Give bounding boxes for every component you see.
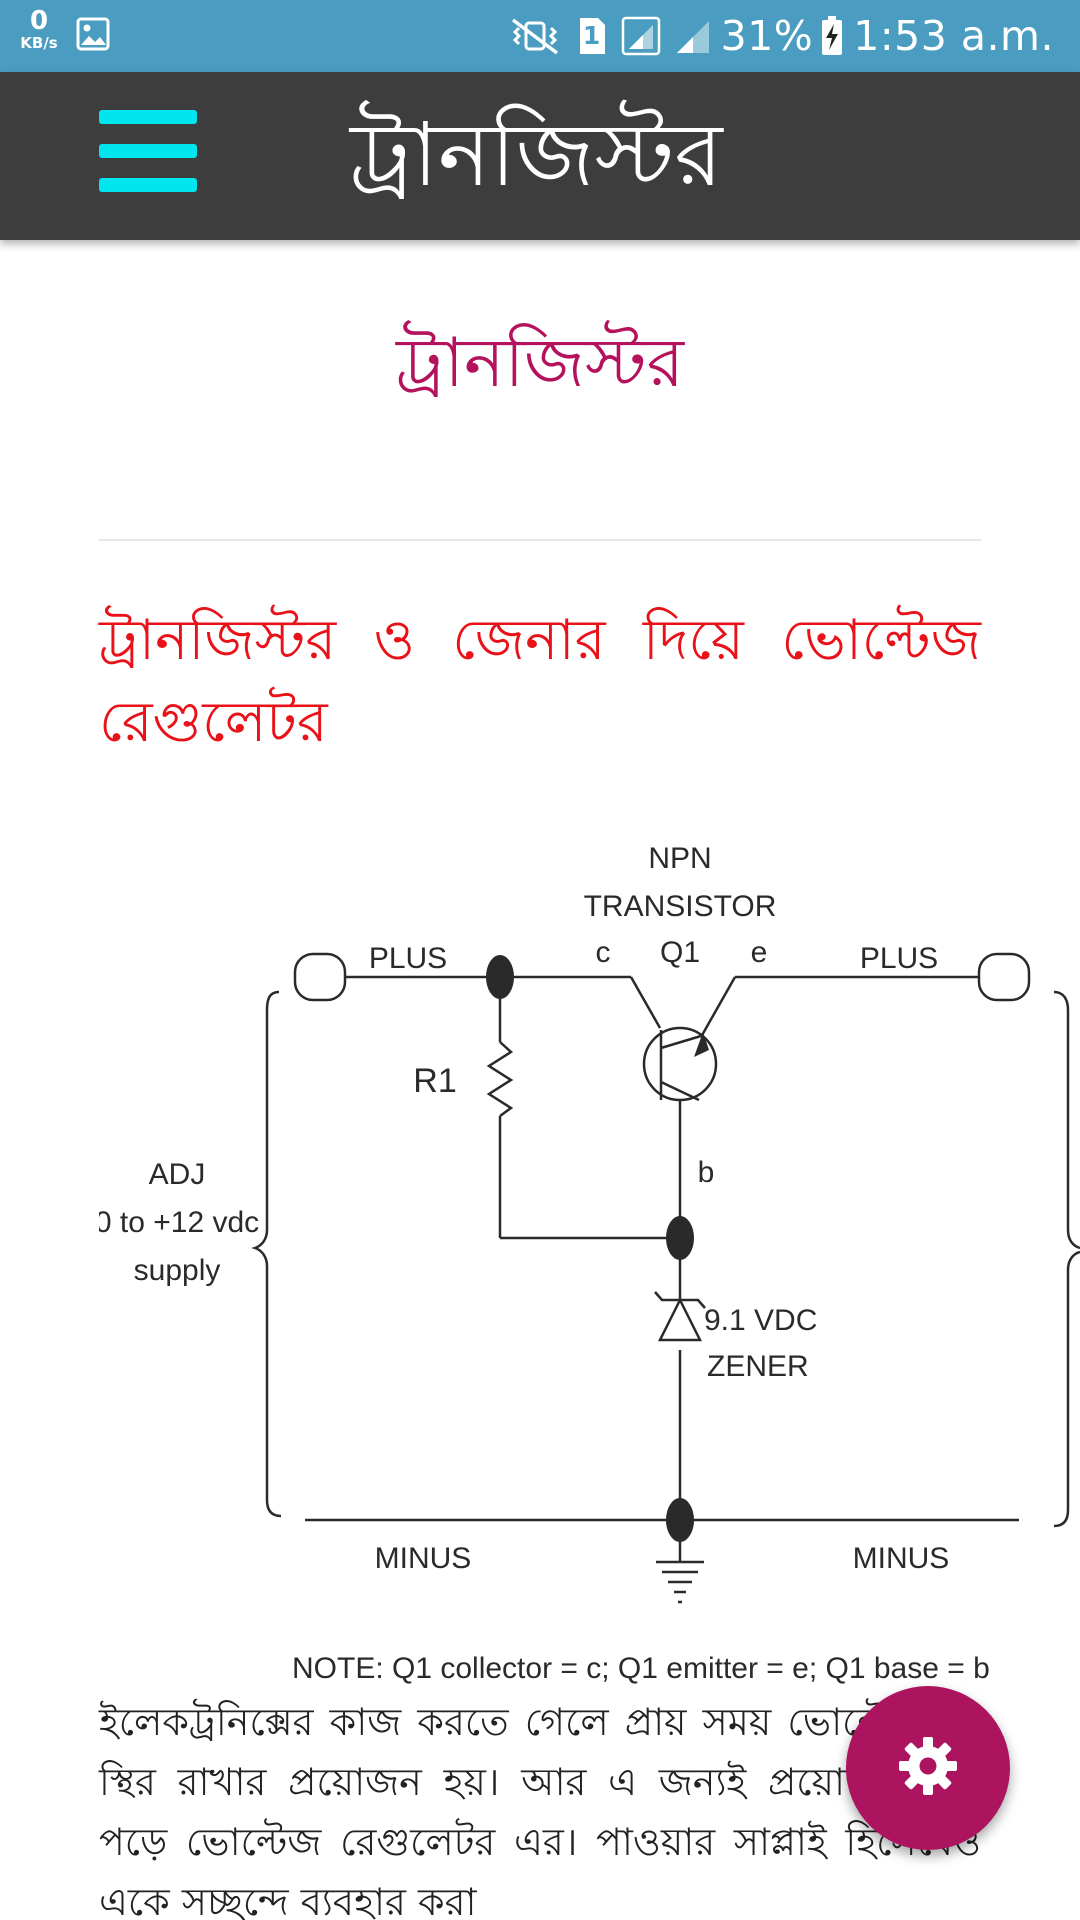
gallery-icon [76,16,110,56]
label-r1: R1 [413,1062,456,1100]
section-heading: ট্রানজিস্টর ও জেনার দিয়ে ভোল্টেজ রেগুলে… [99,608,981,755]
page-title: ট্রানজিস্টর [395,324,684,403]
sim-label: 1 [582,21,601,50]
gear-icon [897,1735,959,1801]
label-adj-range: 0 to +12 vdc [99,1206,259,1239]
signal-icon-2 [675,17,711,55]
label-q1: Q1 [660,936,700,969]
label-c: c [596,936,611,969]
label-supply: supply [134,1254,221,1287]
label-plus-left: PLUS [369,942,447,975]
hamburger-menu-icon[interactable] [99,110,197,196]
status-icons: 1 31% 1:53 a.m. [507,10,1054,62]
vibrate-mute-icon [507,16,563,56]
label-plus-right: PLUS [860,942,938,975]
app-title: ট্রানজিস্টর [350,103,723,206]
app-bar: ট্রানজিস্টর [0,72,1080,240]
network-speed-unit: KB/s [20,34,58,52]
voltage-regulator-circuit-diagram: NPN TRANSISTOR c Q1 e PLUS PLUS R1 b ADJ… [99,842,1080,1685]
label-zener: ZENER [707,1350,809,1383]
battery-percentage: 31% [720,12,814,60]
network-speed-indicator: 0 KB/s [16,8,62,51]
label-b: b [698,1156,715,1189]
label-transistor: TRANSISTOR [584,890,777,923]
article-body-text: ইলেকট্রনিক্সের কাজ করতে গেলে প্রায় সময়… [99,1700,981,1920]
label-minus-right: MINUS [853,1542,950,1575]
signal-icon-1 [621,16,661,56]
diagram-note: NOTE: Q1 collector = c; Q1 emitter = e; … [292,1652,990,1685]
zener-diode-symbol [657,1297,703,1342]
label-npn: NPN [648,842,711,875]
label-e: e [751,936,768,969]
label-minus-left: MINUS [375,1542,472,1575]
battery-charging-icon [821,16,843,56]
status-bar: 0 KB/s 1 [0,0,1080,72]
label-adj: ADJ [149,1158,206,1191]
clock: 1:53 a.m. [853,12,1054,60]
title-divider [99,539,981,541]
label-zener-voltage: 9.1 VDC [704,1304,817,1337]
article-content: ট্রানজিস্টর ট্রানজিস্টর ও জেনার দিয়ে ভো… [0,240,1080,1920]
network-speed-value: 0 [29,6,49,36]
sim-icon: 1 [577,16,607,56]
emitter-arrow [694,1032,709,1057]
settings-fab-button[interactable] [846,1686,1010,1850]
